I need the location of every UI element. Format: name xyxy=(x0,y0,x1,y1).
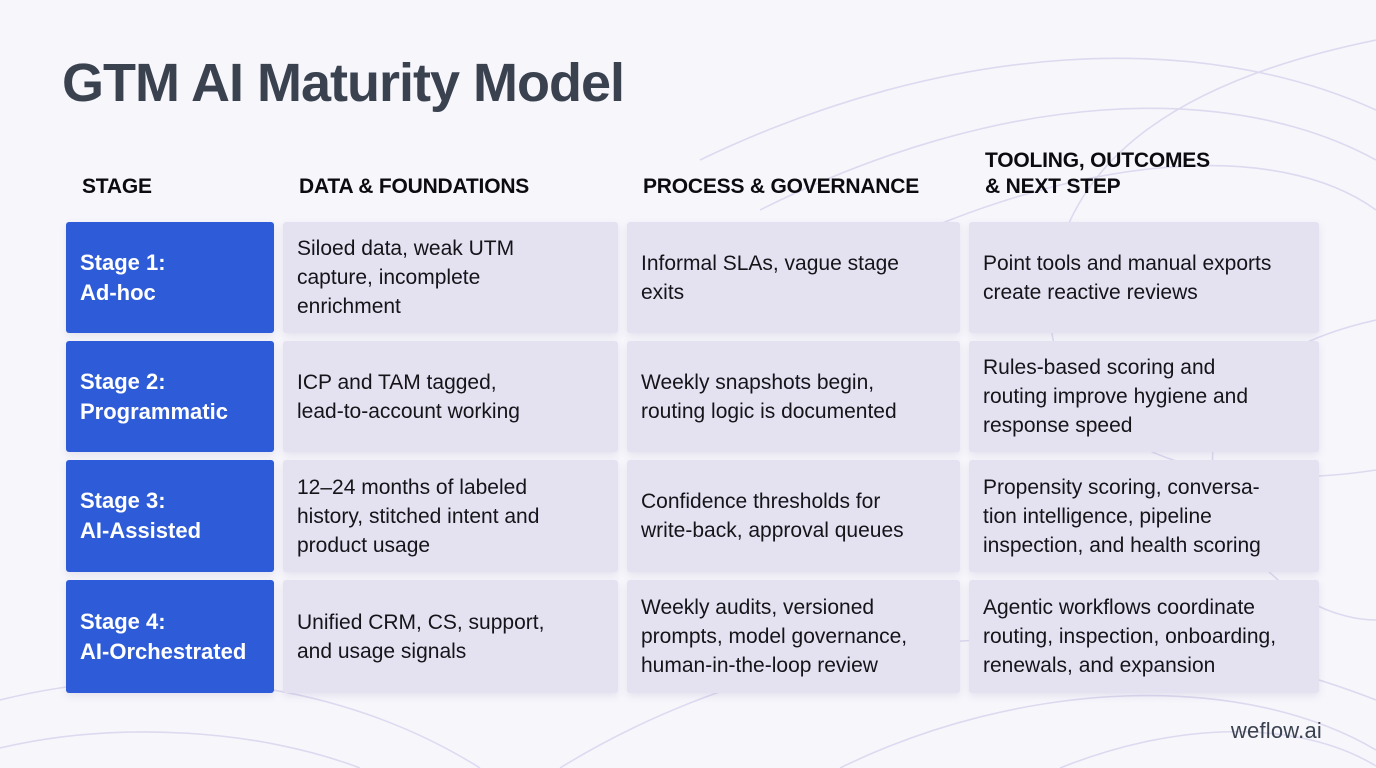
cell-row4-tooling-outcomes: Agentic workflows coordinate routing, in… xyxy=(969,580,1319,693)
column-header-stage: STAGE xyxy=(82,175,152,198)
column-header-data-foundations: DATA & FOUNDATIONS xyxy=(299,175,530,198)
brand-logo: weflow.ai xyxy=(1230,718,1322,743)
cell-row3-process-governance: Confidence thresholds for write-back, ap… xyxy=(627,460,960,572)
stage-cell-1: Stage 1: Ad-hoc xyxy=(66,222,274,333)
page-title: GTM AI Maturity Model xyxy=(62,53,625,113)
column-header-tooling-outcomes: TOOLING, OUTCOMES & NEXT STEP xyxy=(985,149,1210,198)
cell-row1-data-foundations: Siloed data, weak UTM capture, incomplet… xyxy=(283,222,618,333)
maturity-table: STAGE DATA & FOUNDATIONS PROCESS & GOVER… xyxy=(66,148,1319,693)
stage-cell-3: Stage 3: AI-Assisted xyxy=(66,460,274,572)
cell-row1-process-governance: Informal SLAs, vague stage exits xyxy=(627,222,960,333)
cell-row3-data-foundations: 12–24 months of labeled history, stitche… xyxy=(283,460,618,572)
cell-row4-data-foundations: Unified CRM, CS, support, and usage sign… xyxy=(283,580,618,693)
cell-row2-process-governance: Weekly snapshots begin, routing logic is… xyxy=(627,341,960,452)
cell-row3-tooling-outcomes: Propensity scoring, conversa- tion intel… xyxy=(969,460,1319,572)
column-header-process-governance: PROCESS & GOVERNANCE xyxy=(643,175,920,198)
stage-cell-4: Stage 4: AI-Orchestrated xyxy=(66,580,274,693)
stage-cell-2: Stage 2: Programmatic xyxy=(66,341,274,452)
cell-row2-tooling-outcomes: Rules-based scoring and routing improve … xyxy=(969,341,1319,452)
cell-row4-process-governance: Weekly audits, versioned prompts, model … xyxy=(627,580,960,693)
cell-row2-data-foundations: ICP and TAM tagged, lead-to-account work… xyxy=(283,341,618,452)
cell-row1-tooling-outcomes: Point tools and manual exports create re… xyxy=(969,222,1319,333)
